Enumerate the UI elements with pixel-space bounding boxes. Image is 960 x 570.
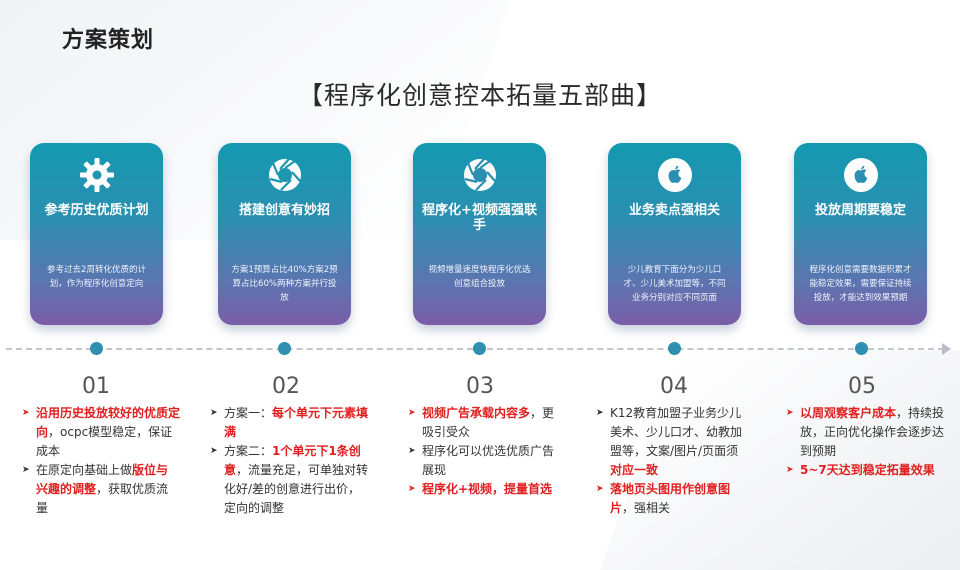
note-item: ➤ 程序化可以优选优质广告展现 bbox=[408, 442, 560, 480]
highlight-text: 以周观察客户成本 bbox=[800, 406, 897, 420]
page-title: 方案策划 bbox=[62, 28, 155, 53]
step-card: 投放周期要稳定 程序化创意需要数据积累才能稳定效果，需要保证持续投放，才能达到效… bbox=[794, 143, 927, 325]
bullet-arrow-icon: ➤ bbox=[786, 408, 794, 418]
note-text: 在原定向基础上做 bbox=[36, 463, 133, 477]
note-item: ➤ 方案一：每个单元下元素填满 bbox=[210, 404, 370, 442]
gear-icon bbox=[79, 157, 115, 193]
step-card: 业务卖点强相关 少儿教育下面分为少儿口才、少儿美术加盟等，不同业务分别对应不同页… bbox=[608, 143, 741, 325]
bullet-arrow-icon: ➤ bbox=[408, 446, 416, 456]
arrow-right-icon bbox=[942, 343, 951, 355]
step-card: 程序化+视频强强联手 视频增量速度快程序化优选创意组合投放 bbox=[413, 143, 546, 325]
note-text: ，更吸引受众 bbox=[422, 406, 555, 439]
note-text: ，强相关 bbox=[622, 501, 671, 515]
bullet-arrow-icon: ➤ bbox=[596, 484, 604, 494]
highlight-text: 对应一致 bbox=[610, 463, 659, 477]
card-title: 搭建创意有妙招 bbox=[238, 203, 330, 218]
note-item: ➤ 以周观察客户成本，持续投放，正向优化操作会逐步达到预期 bbox=[786, 404, 946, 461]
step-notes: ➤ 沿用历史投放较好的优质定向，ocpc模型稳定，保证成本 ➤ 在原定向基础上做版位与… bbox=[22, 404, 180, 518]
timeline-dot bbox=[855, 342, 868, 355]
note-text: ，ocpc模型稳定，保证成本 bbox=[36, 425, 173, 458]
note-text: K12教育加盟子业务少儿美术、少儿口才、幼教加盟等，文案/图片/页面须 bbox=[610, 406, 743, 458]
highlight-text: 5~7天达到稳定拓量效果 bbox=[800, 463, 935, 477]
highlight-text: 视频广告承载内容多 bbox=[422, 406, 531, 420]
step-notes: ➤ 视频广告承载内容多，更吸引受众 ➤ 程序化可以优选优质广告展现 ➤ 程序化+视频，提量… bbox=[408, 404, 560, 499]
apple-icon bbox=[843, 157, 879, 193]
timeline-dot bbox=[473, 342, 486, 355]
card-description: 少儿教育下面分为少儿口才、少儿美术加盟等，不同业务分别对应不同页面 bbox=[623, 265, 726, 303]
step-number: 03 bbox=[466, 374, 494, 399]
step-notes: ➤ 以周观察客户成本，持续投放，正向优化操作会逐步达到预期 ➤ 5~7天达到稳定拓量效… bbox=[786, 404, 946, 480]
highlight-text: 1个单元下1条创意 bbox=[224, 444, 361, 477]
note-item: ➤ 视频广告承载内容多，更吸引受众 bbox=[408, 404, 560, 442]
timeline-dot bbox=[90, 342, 103, 355]
card-title: 程序化+视频强强联手 bbox=[422, 203, 537, 233]
bullet-arrow-icon: ➤ bbox=[210, 408, 218, 418]
step-number: 05 bbox=[848, 374, 876, 399]
highlight-text: 落地页头图用作创意图片 bbox=[610, 482, 731, 515]
note-text: 方案一： bbox=[224, 406, 273, 420]
card-description: 方案1预算占比40%方案2预算占比60%两种方案并行投放 bbox=[231, 265, 338, 303]
note-item: ➤ 落地页头图用作创意图片，强相关 bbox=[596, 480, 746, 518]
card-title: 投放周期要稳定 bbox=[814, 203, 906, 218]
card-description: 程序化创意需要数据积累才能稳定效果，需要保证持续投放，才能达到效果预期 bbox=[809, 265, 912, 303]
timeline-dot bbox=[278, 342, 291, 355]
bullet-arrow-icon: ➤ bbox=[408, 484, 416, 494]
note-item: ➤ 沿用历史投放较好的优质定向，ocpc模型稳定，保证成本 bbox=[22, 404, 180, 461]
bullet-arrow-icon: ➤ bbox=[408, 408, 416, 418]
card-description: 参考过去2周转化优质的计划，作为程序化创意定向 bbox=[47, 265, 146, 289]
bullet-arrow-icon: ➤ bbox=[22, 408, 30, 418]
aperture-icon bbox=[267, 157, 303, 193]
step-notes: ➤ K12教育加盟子业务少儿美术、少儿口才、幼教加盟等，文案/图片/页面须对应一致… bbox=[596, 404, 746, 518]
note-item: ➤ 5~7天达到稳定拓量效果 bbox=[786, 461, 946, 480]
note-item: ➤ 方案二：1个单元下1条创意，流量充足，可单独对转化好/差的创意进行出价，定向的… bbox=[210, 442, 370, 518]
bullet-arrow-icon: ➤ bbox=[596, 408, 604, 418]
note-item: ➤ K12教育加盟子业务少儿美术、少儿口才、幼教加盟等，文案/图片/页面须对应一致 bbox=[596, 404, 746, 480]
step-number: 04 bbox=[660, 374, 688, 399]
bullet-arrow-icon: ➤ bbox=[22, 465, 30, 475]
highlight-text: 程序化+视频，提量首选 bbox=[422, 482, 553, 496]
apple-icon bbox=[657, 157, 693, 193]
card-description: 视频增量速度快程序化优选创意组合投放 bbox=[428, 265, 531, 289]
aperture-icon bbox=[462, 157, 498, 193]
note-text: ，持续投放，正向优化操作会逐步达到预期 bbox=[800, 406, 945, 458]
note-text: 程序化可以优选优质广告展现 bbox=[422, 444, 555, 477]
slide-headline: 【程序化创意控本拓量五部曲】 bbox=[297, 81, 662, 110]
timeline-dot bbox=[668, 342, 681, 355]
step-notes: ➤ 方案一：每个单元下元素填满 ➤ 方案二：1个单元下1条创意，流量充足，可单独对转化… bbox=[210, 404, 370, 518]
card-title: 业务卖点强相关 bbox=[628, 203, 720, 218]
step-number: 01 bbox=[82, 374, 110, 399]
note-text: ，流量充足，可单独对转化好/差的创意进行出价，定向的调整 bbox=[224, 463, 369, 515]
card-title: 参考历史优质计划 bbox=[44, 203, 149, 218]
note-text: 方案二： bbox=[224, 444, 273, 458]
step-card: 参考历史优质计划 参考过去2周转化优质的计划，作为程序化创意定向 bbox=[30, 143, 163, 325]
bullet-arrow-icon: ➤ bbox=[210, 446, 218, 456]
highlight-text: 版位与兴趣的调整 bbox=[36, 463, 169, 496]
step-number: 02 bbox=[272, 374, 300, 399]
highlight-text: 沿用历史投放较好的优质定向 bbox=[36, 406, 181, 439]
highlight-text: 每个单元下元素填满 bbox=[224, 406, 369, 439]
note-text: ，获取优质流量 bbox=[36, 482, 169, 515]
note-item: ➤ 程序化+视频，提量首选 bbox=[408, 480, 560, 499]
bullet-arrow-icon: ➤ bbox=[786, 465, 794, 475]
step-card: 搭建创意有妙招 方案1预算占比40%方案2预算占比60%两种方案并行投放 bbox=[218, 143, 351, 325]
note-item: ➤ 在原定向基础上做版位与兴趣的调整，获取优质流量 bbox=[22, 461, 180, 518]
